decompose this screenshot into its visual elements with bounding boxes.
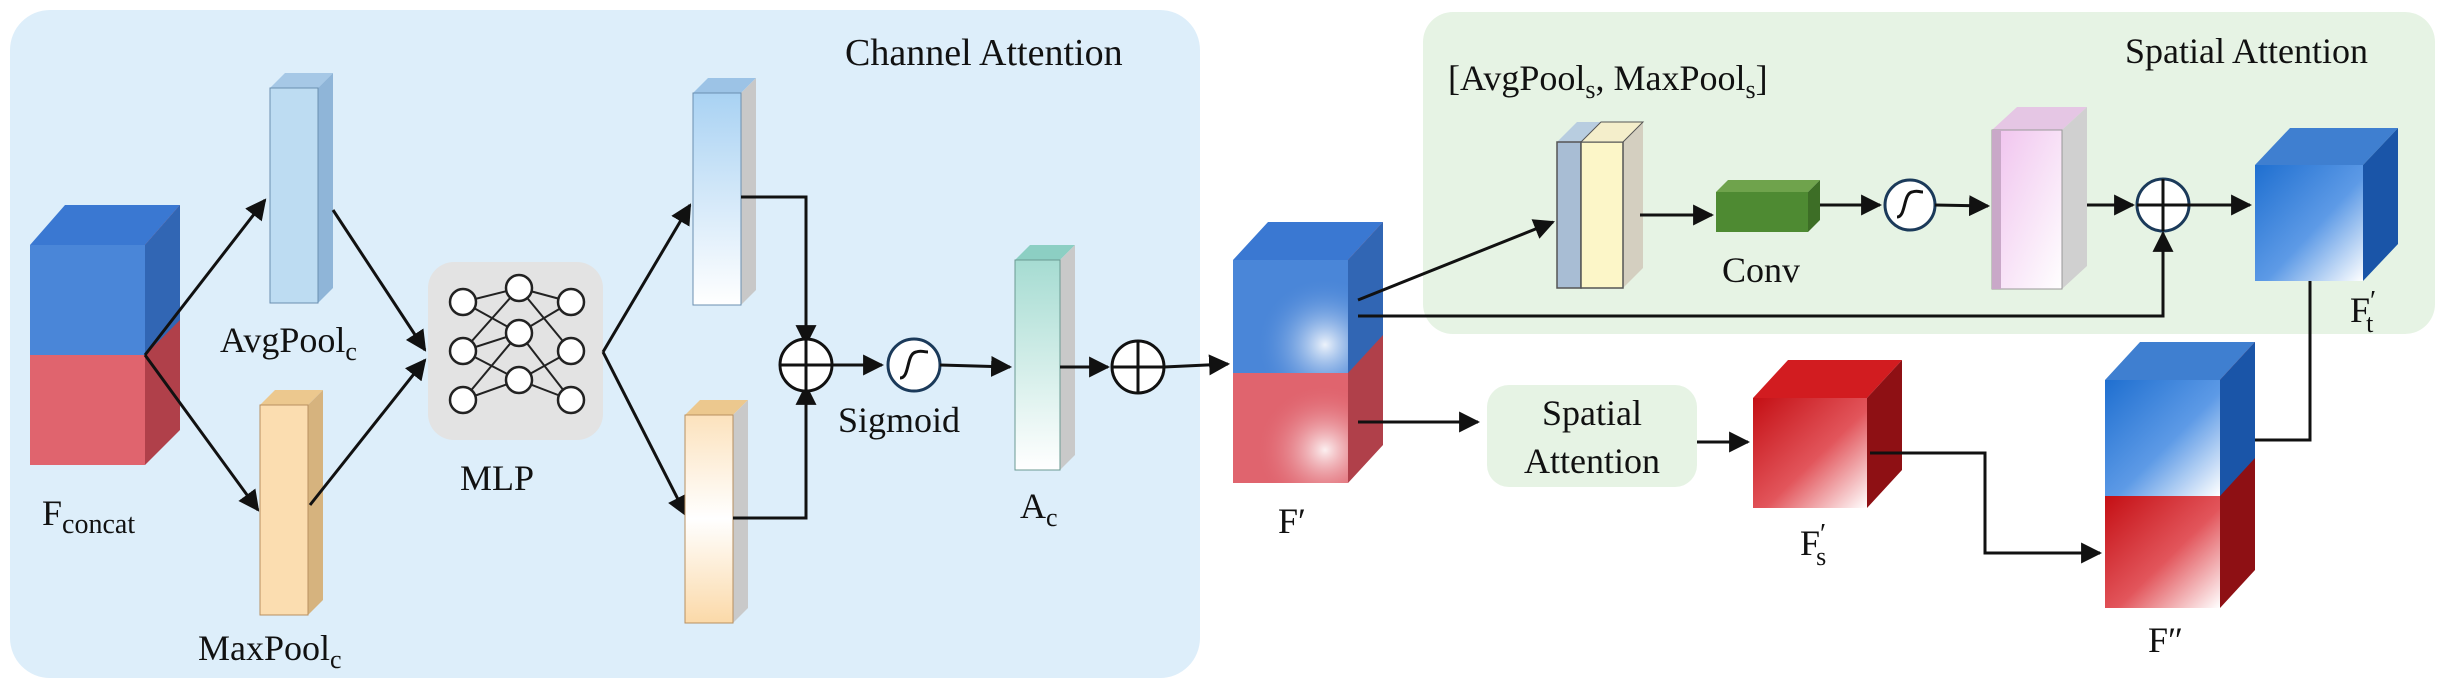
add-operator-2 (1110, 339, 1166, 395)
f-s-cube (1753, 360, 1902, 508)
conv-block (1716, 180, 1820, 232)
mlp-out-max-bar (684, 400, 748, 624)
arrow-mlp-to-orange-bar (601, 351, 688, 517)
add-operator-3 (2135, 177, 2191, 233)
arrow-concat-to-maxpool (143, 354, 260, 512)
arrow-maxpool-to-mlp (308, 358, 427, 506)
mlp-out-avg-bar (692, 78, 756, 306)
arrow-avgpool-to-mlp (331, 209, 427, 352)
spatial-attention-panel (1423, 12, 2435, 334)
spatial-attention-title: Spatial Attention (2125, 31, 2368, 71)
f-t-cube (2255, 128, 2398, 281)
ac-label: Ac (1020, 486, 1058, 532)
spatial-box-line2: Attention (1524, 441, 1660, 481)
sigmoid-icon (886, 337, 942, 393)
add-operator-1 (778, 337, 834, 393)
arrow-sigmoid-to-ac (939, 355, 1013, 377)
avgpool-c-bar (269, 73, 333, 304)
sigmoid-label: Sigmoid (838, 400, 960, 440)
connector-max-to-plus (733, 383, 817, 520)
arrow-sigmoid-to-spatial-map (1934, 195, 1991, 217)
pooled-maps-block (1556, 121, 1645, 289)
connector-fs-to-fdouble (1870, 451, 2103, 564)
f-concat-label: Fconcat (42, 493, 135, 540)
spatial-box-line1: Spatial (1542, 393, 1642, 433)
f-t-label: F′t (2350, 286, 2376, 338)
maxpool-c-label: MaxPoolc (198, 628, 342, 674)
spatial-map-block (1991, 107, 2087, 290)
arrow-plus-to-fprime (1163, 354, 1231, 376)
maxpool-c-bar (259, 390, 323, 616)
spatial-sigmoid-icon (1883, 178, 1937, 232)
conv-label: Conv (1722, 250, 1800, 290)
f-prime-cube (1233, 222, 1383, 483)
ac-bar (1014, 245, 1075, 471)
f-s-label: F′s (1800, 519, 1826, 571)
mlp-label: MLP (460, 458, 534, 498)
f-prime-label: F′ (1278, 501, 1306, 541)
f-double-prime-cube (2105, 342, 2255, 608)
avgpool-c-label: AvgPoolc (220, 320, 357, 366)
mlp-box (428, 262, 603, 440)
spatial-attention-box (1487, 385, 1697, 487)
f-double-prime-label: F″ (2148, 620, 2183, 660)
f-concat-cube (30, 205, 180, 465)
arrow-fprime-to-pool-concat (1357, 219, 1555, 302)
connector-fprime-residual (1358, 230, 2174, 318)
pool-concat-label: [AvgPools, MaxPools] (1448, 58, 1768, 104)
connector-avg-to-plus (741, 195, 817, 347)
channel-attention-title: Channel Attention (845, 32, 1123, 74)
arrow-mlp-to-blue-bar (601, 203, 692, 353)
arrow-concat-to-avgpool (143, 198, 267, 356)
